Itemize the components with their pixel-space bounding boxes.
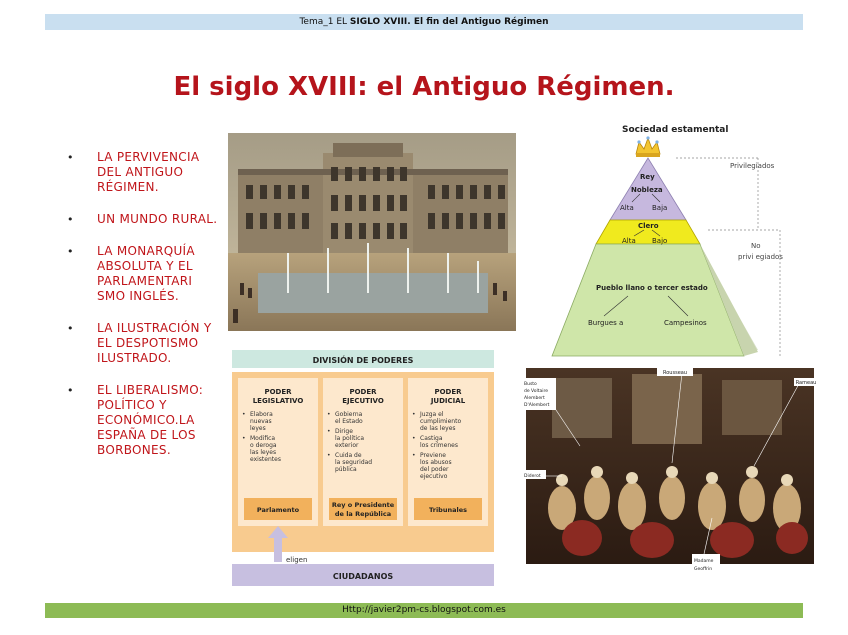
organ-label: de la República — [335, 510, 391, 518]
list-item-text: UN MUNDO RURAL. — [97, 212, 218, 226]
list-item: • EL LIBERALISMO: POLÍTICO Y ECONÓMICO.LA… — [64, 383, 224, 458]
painting-label-left: de Voltaire — [524, 388, 548, 394]
non-privileged-label-1: No — [751, 242, 761, 250]
column-item: nuevas — [250, 418, 272, 425]
painting-label-mid: Diderot — [524, 473, 541, 479]
header-prefix: Tema_1 EL — [299, 17, 348, 27]
bullet-marker: • — [67, 384, 74, 397]
organ-label: Tribunales — [429, 506, 467, 514]
column-head-line: PODER — [264, 388, 292, 396]
citizens-label: CIUDADANOS — [333, 572, 394, 581]
bullet-marker: • — [67, 213, 74, 226]
list-item: • LA PERVIVENCIA DEL ANTIGUO RÉGIMEN. — [64, 150, 224, 195]
crown-icon — [635, 136, 661, 157]
organ-label: Rey o Presidente — [332, 501, 395, 509]
bourgeoisie-label: Burgues a — [588, 319, 623, 327]
slide-title: El siglo XVIII: el Antiguo Régimen. — [173, 72, 675, 102]
column-item: la seguridad — [335, 459, 372, 466]
pyramid-title: Sociedad estamental — [622, 125, 728, 135]
third-estate-label: Pueblo llano o tercer estado — [596, 284, 708, 292]
svg-text:•: • — [242, 411, 246, 418]
clergy-low-label: Bajo — [652, 237, 667, 245]
column-item: la política — [335, 435, 364, 442]
painting-label-bottom: Madame — [694, 558, 714, 564]
column-item: o deroga — [250, 442, 277, 449]
column-item: de las leyes — [420, 425, 456, 432]
svg-text:•: • — [412, 452, 416, 459]
nobility-high-label: Alta — [620, 204, 634, 212]
column-item: Cuida de — [335, 452, 362, 459]
column-item: exterior — [335, 442, 359, 449]
column-item: Castiga — [420, 435, 443, 442]
column-item: pública — [335, 466, 357, 473]
list-item: • UN MUNDO RURAL. — [64, 212, 224, 227]
column-item: cumplimiento — [420, 418, 461, 425]
column-item: ejecutivo — [420, 473, 448, 480]
palace-image — [228, 133, 516, 331]
list-item: • LA MONARQUÍA ABSOLUTA Y EL PARLAMENTARI… — [64, 244, 224, 304]
painting-label-left: Busto — [524, 381, 537, 387]
list-item: • LA ILUSTRACIÓN Y EL DESPOTISMO ILUSTRAD… — [64, 321, 224, 366]
painting-label-top: Rousseau — [663, 370, 687, 376]
salon-painting: Rousseau Rameau Busto de Voltaire Alembe… — [522, 368, 818, 578]
nobility-low-label: Baja — [652, 204, 667, 212]
list-item-text: LA MONARQUÍA ABSOLUTA Y EL PARLAMENTARI … — [97, 244, 195, 303]
painting-label-left: D'Alembert — [524, 402, 550, 408]
up-arrow-icon — [268, 526, 288, 562]
svg-text:•: • — [327, 428, 331, 435]
svg-text:•: • — [412, 411, 416, 418]
column-head-line: EJECUTIVO — [342, 397, 384, 405]
svg-text:•: • — [327, 411, 331, 418]
judicial-column: PODER JUDICIAL • Juzga el cumplimiento d… — [408, 378, 488, 526]
column-item: del poder — [420, 466, 449, 473]
header-bar: Tema_1 EL SIGLO XVIII. El fin del Antigu… — [45, 14, 803, 30]
column-item: las leyes — [250, 449, 276, 456]
column-item: el Estado — [335, 418, 363, 425]
list-item-text: EL LIBERALISMO: POLÍTICO Y ECONÓMICO.LA … — [97, 383, 204, 457]
executive-column: PODER EJECUTIVO • Gobierna el Estado • D… — [323, 378, 403, 526]
svg-text:•: • — [242, 435, 246, 442]
column-head-line: LEGISLATIVO — [253, 397, 304, 405]
bullet-marker: • — [67, 245, 74, 258]
non-privileged-label-2: privi egiados — [738, 253, 783, 261]
bullet-marker: • — [67, 322, 74, 335]
peasants-label: Campesinos — [664, 319, 707, 327]
legislative-column: PODER LEGISLATIVO • Elabora nuevas leyes… — [238, 378, 318, 526]
painting-label-left: Alembert — [524, 395, 545, 401]
bullet-marker: • — [67, 151, 74, 164]
clergy-high-label: Alta — [622, 237, 636, 245]
society-pyramid: Sociedad estamental Privilegiados No pri… — [548, 120, 788, 362]
column-head-line: PODER — [434, 388, 462, 396]
topic-list: • LA PERVIVENCIA DEL ANTIGUO RÉGIMEN. • UN… — [64, 150, 224, 475]
column-item: Juzga el — [419, 411, 444, 418]
painting-label-bottom: Geoffrin — [694, 566, 712, 572]
clergy-label: Clero — [638, 222, 659, 230]
footer-url: Http://javier2pm-cs.blogspot.com.es — [45, 603, 803, 618]
separation-of-powers-diagram: DIVISIÓN DE PODERES PODER LEGISLATIVO • … — [232, 350, 494, 588]
painting-label-right: Rameau — [796, 380, 817, 386]
elect-label: eligen — [286, 556, 307, 564]
list-item-text: LA PERVIVENCIA DEL ANTIGUO RÉGIMEN. — [97, 150, 200, 194]
column-item: los abusos — [420, 459, 452, 466]
privileged-label: Privilegiados — [730, 162, 775, 170]
column-item: Dirige — [335, 428, 353, 435]
column-item: existentes — [250, 456, 281, 463]
column-item: Modifica — [250, 435, 275, 442]
header-title: SIGLO XVIII. El fin del Antiguo Régimen — [349, 17, 549, 27]
column-head-line: PODER — [349, 388, 377, 396]
svg-text:•: • — [412, 435, 416, 442]
column-item: Previene — [420, 452, 446, 459]
column-head-line: JUDICIAL — [430, 397, 466, 405]
column-item: leyes — [250, 425, 266, 432]
column-item: los crímenes — [420, 442, 458, 449]
diagram-title: DIVISIÓN DE PODERES — [313, 354, 414, 365]
list-item-text: LA ILUSTRACIÓN Y EL DESPOTISMO ILUSTRADO… — [97, 321, 212, 365]
column-item: Elabora — [250, 411, 273, 418]
organ-label: Parlamento — [257, 506, 300, 514]
column-item: Gobierna — [335, 411, 363, 418]
nobility-label: Nobleza — [631, 186, 663, 194]
king-label: Rey — [640, 173, 655, 181]
svg-text:•: • — [327, 452, 331, 459]
